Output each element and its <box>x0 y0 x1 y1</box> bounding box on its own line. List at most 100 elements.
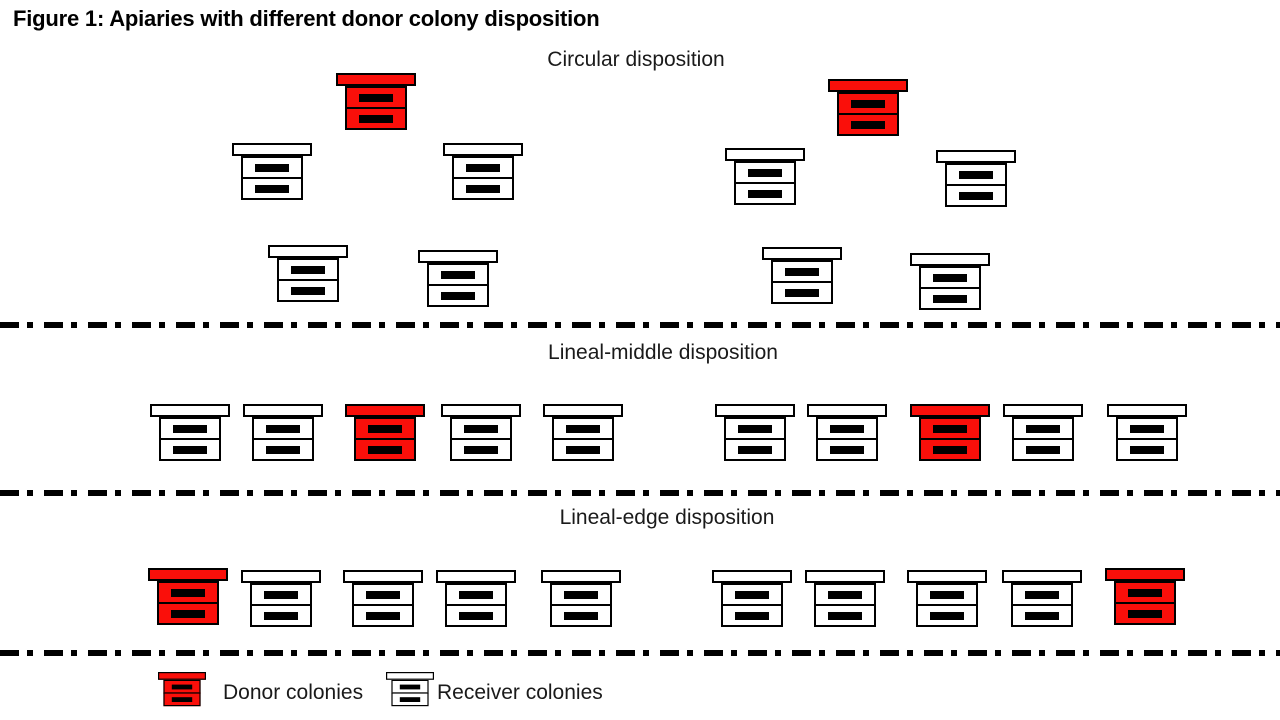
hive-lid <box>1002 570 1082 583</box>
hive-donor <box>345 404 425 461</box>
section-label-circular: Circular disposition <box>547 48 725 71</box>
hive-body <box>1116 417 1178 461</box>
hive-box <box>1012 417 1074 440</box>
hive-box <box>816 417 878 440</box>
hive-receiver <box>907 570 987 627</box>
hive-receiver <box>241 570 321 627</box>
hive-entrance-bar <box>255 184 289 193</box>
hive-entrance-bar <box>738 445 772 454</box>
hive-entrance-bar <box>1025 590 1059 599</box>
hive-donor <box>148 568 228 625</box>
hive-entrance-bar <box>464 424 498 433</box>
hive-box <box>159 417 221 440</box>
hive-lid <box>232 143 312 156</box>
hive-box <box>721 604 783 627</box>
hive-lid <box>241 570 321 583</box>
hive-entrance-bar <box>1026 424 1060 433</box>
hive-box <box>450 438 512 461</box>
figure-title: Figure 1: Apiaries with different donor … <box>13 6 600 31</box>
hive-box <box>1011 604 1073 627</box>
hive-box <box>919 417 981 440</box>
legend-donor-label: Donor colonies <box>223 681 364 704</box>
hive-body <box>452 156 514 200</box>
hive-box <box>157 581 219 604</box>
hive-entrance-bar <box>830 424 864 433</box>
hive-box <box>241 156 303 179</box>
hive-entrance-bar <box>359 93 393 102</box>
hive-box <box>919 287 981 310</box>
hive-box <box>352 583 414 606</box>
hive-box <box>250 583 312 606</box>
hive-lid <box>386 672 434 680</box>
hive-entrance-bar <box>851 120 885 129</box>
hive-donor <box>828 79 908 136</box>
section-label-lineal-edge: Lineal-edge disposition <box>559 506 775 529</box>
hive-receiver <box>936 150 1016 207</box>
hive-body <box>919 417 981 461</box>
hive-box <box>771 260 833 283</box>
hive-entrance-bar <box>1128 609 1162 618</box>
hive-box <box>277 279 339 302</box>
hive-entrance-bar <box>255 163 289 172</box>
hive-entrance-bar <box>930 611 964 620</box>
hive-body <box>159 417 221 461</box>
hive-box <box>1114 602 1176 625</box>
hive-box <box>445 604 507 627</box>
hive-body <box>945 163 1007 207</box>
hive-body <box>427 263 489 307</box>
hive-lid <box>936 150 1016 163</box>
hive-entrance-bar <box>735 590 769 599</box>
hive-entrance-bar <box>171 609 205 618</box>
hive-lid <box>441 404 521 417</box>
hive-box <box>277 258 339 281</box>
hive-donor <box>336 73 416 130</box>
hive-receiver <box>712 570 792 627</box>
hive-lid <box>805 570 885 583</box>
hive-receiver <box>232 143 312 200</box>
hive-entrance-bar <box>564 590 598 599</box>
hive-entrance-bar <box>466 184 500 193</box>
hive-receiver <box>1002 570 1082 627</box>
hive-box <box>816 438 878 461</box>
hive-receiver <box>807 404 887 461</box>
hive-box <box>550 583 612 606</box>
hive-box <box>252 417 314 440</box>
hive-receiver <box>1107 404 1187 461</box>
hive-box <box>450 417 512 440</box>
hive-body <box>352 583 414 627</box>
hive-box <box>916 583 978 606</box>
hive-body <box>1012 417 1074 461</box>
hive-entrance-bar <box>441 270 475 279</box>
hive-receiver <box>715 404 795 461</box>
hive-box <box>354 438 416 461</box>
hive-entrance-bar <box>173 445 207 454</box>
hive-entrance-bar <box>851 99 885 108</box>
hive-entrance-bar <box>266 445 300 454</box>
hive-box <box>1012 438 1074 461</box>
hive-box <box>159 438 221 461</box>
hive-box <box>837 113 899 136</box>
hive-entrance-bar <box>171 684 193 690</box>
hive-entrance-bar <box>266 424 300 433</box>
hive-lid <box>345 404 425 417</box>
hive-box <box>916 604 978 627</box>
hive-lid <box>907 570 987 583</box>
hive-entrance-bar <box>748 189 782 198</box>
hive-body <box>252 417 314 461</box>
hive-lid <box>712 570 792 583</box>
hive-entrance-bar <box>1130 445 1164 454</box>
hive-box <box>945 184 1007 207</box>
hive-lid <box>1105 568 1185 581</box>
hive-body <box>157 581 219 625</box>
hive-box <box>721 583 783 606</box>
hive-entrance-bar <box>933 294 967 303</box>
hive-body <box>250 583 312 627</box>
hive-box <box>250 604 312 627</box>
hive-receiver <box>343 570 423 627</box>
hive-lid <box>336 73 416 86</box>
hive-entrance-bar <box>366 590 400 599</box>
hive-box <box>550 604 612 627</box>
hive-entrance-bar <box>1128 588 1162 597</box>
hive-entrance-bar <box>459 590 493 599</box>
hive-body <box>391 679 429 707</box>
